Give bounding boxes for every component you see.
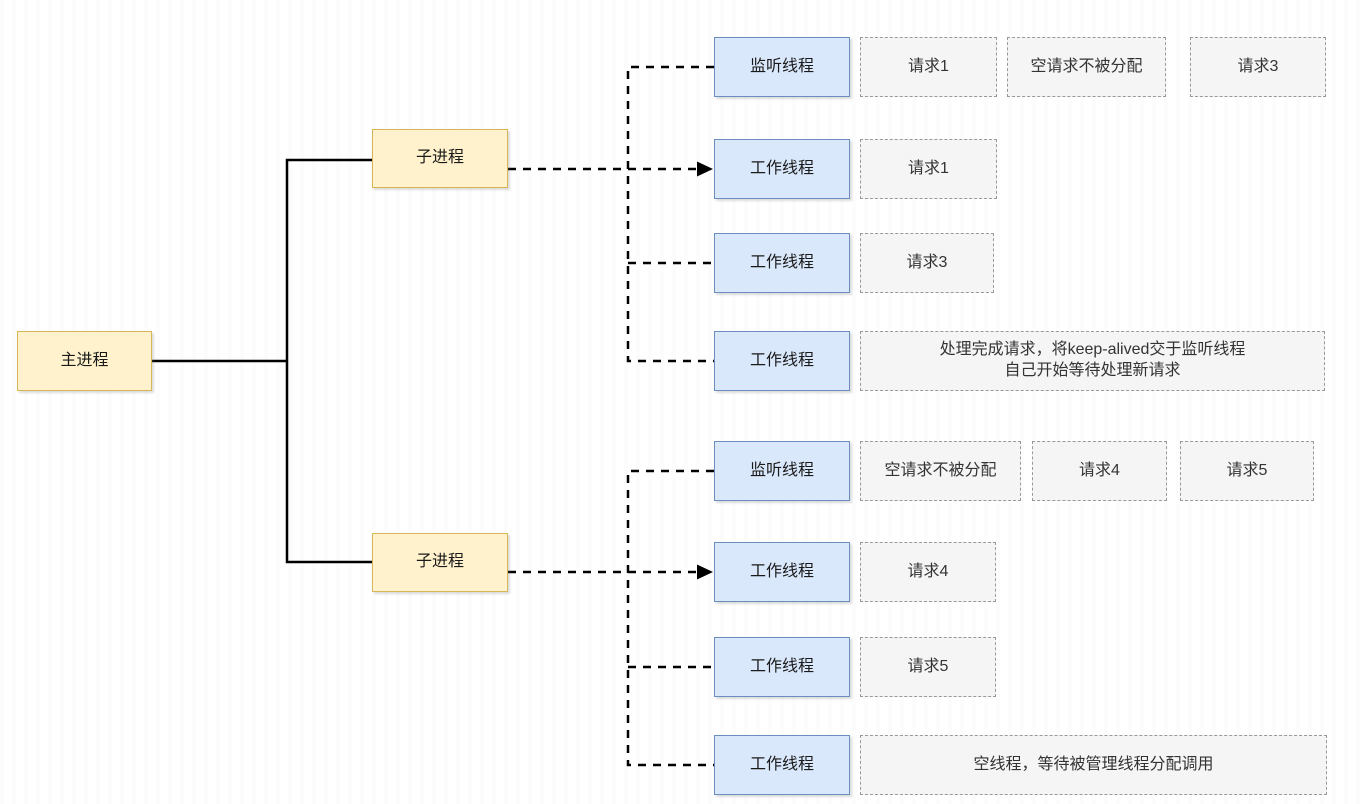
node-worker-thread-2-2: 工作线程 [714,637,850,697]
request-box-empty-not-assigned-2: 空请求不被分配 [860,441,1021,501]
connector-child1-branch [626,65,714,363]
request-box-5: 请求5 [1180,441,1314,501]
request-box-3: 请求3 [1190,37,1326,97]
note-line-2: 自己开始等待处理新请求 [1004,362,1181,379]
node-worker-thread-2-1: 工作线程 [714,542,850,602]
node-listen-thread-1: 监听线程 [714,37,850,97]
note-box-keep-alived: 处理完成请求，将keep-alived交于监听线程 自己开始等待处理新请求 [860,331,1325,391]
note-box-idle-thread: 空线程，等待被管理线程分配调用 [860,735,1327,795]
node-main-process: 主进程 [17,331,152,391]
arrowhead-child1 [697,161,713,177]
node-worker-thread-1-2: 工作线程 [714,233,850,293]
connector-child2-branch [626,469,714,767]
request-box-3-worker: 请求3 [860,233,994,293]
arrowhead-child2 [697,564,713,580]
node-worker-thread-2-3: 工作线程 [714,735,850,795]
request-box-5-worker: 请求5 [860,637,996,697]
request-box-4: 请求4 [1032,441,1167,501]
connector-main-to-children [152,158,372,564]
node-listen-thread-2: 监听线程 [714,441,850,501]
node-worker-thread-1-1: 工作线程 [714,139,850,199]
request-box-4-worker: 请求4 [860,542,996,602]
note-line-1: 处理完成请求，将keep-alived交于监听线程 [939,341,1246,359]
node-child-process-1: 子进程 [372,129,508,188]
request-box-empty-not-assigned-1: 空请求不被分配 [1007,37,1166,97]
node-worker-thread-1-3: 工作线程 [714,331,850,391]
request-box-1: 请求1 [860,37,997,97]
request-box-1-worker: 请求1 [860,139,997,199]
node-child-process-2: 子进程 [372,533,508,592]
